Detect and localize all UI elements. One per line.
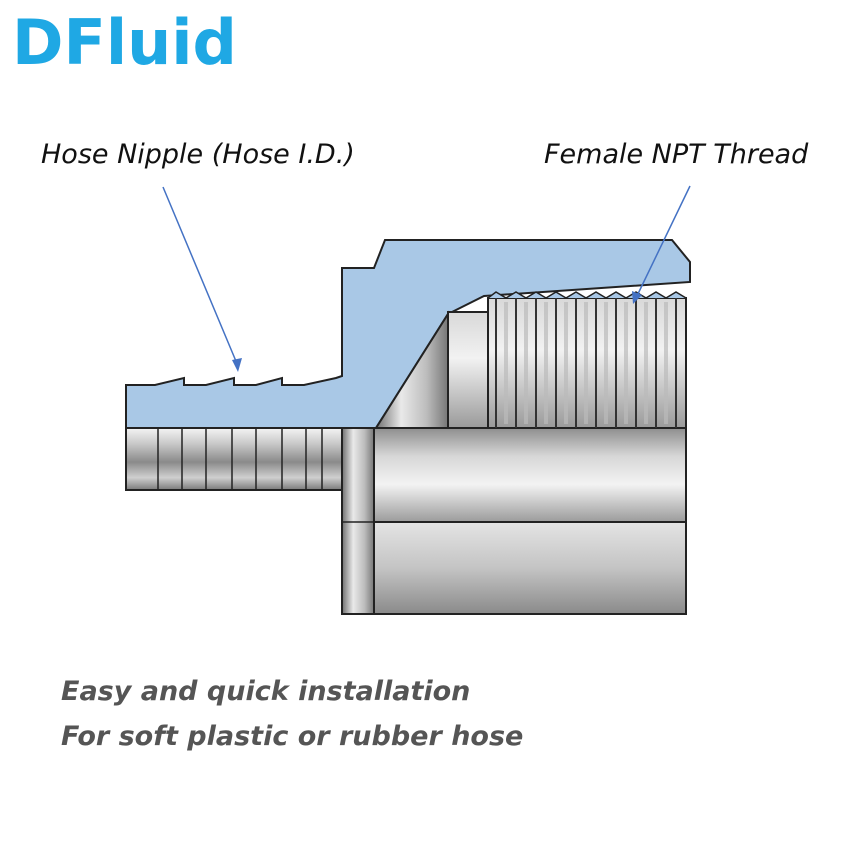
section-cut-body bbox=[125, 239, 691, 429]
female-npt-leader-arrow bbox=[632, 185, 691, 304]
internal-thread bbox=[447, 291, 687, 429]
caption-soft-hose: For soft plastic or rubber hose bbox=[61, 721, 524, 752]
hose-nipple-label: Hose Nipple (Hose I.D.) bbox=[41, 139, 355, 170]
female-npt-thread-label: Female NPT Thread bbox=[544, 139, 809, 170]
dfluid-logo: DFluid bbox=[12, 6, 237, 79]
hose-nipple-leader-arrow bbox=[162, 186, 242, 372]
hose-nipple-body bbox=[125, 427, 343, 491]
hex-body bbox=[341, 427, 687, 615]
caption-easy-installation: Easy and quick installation bbox=[61, 676, 471, 707]
